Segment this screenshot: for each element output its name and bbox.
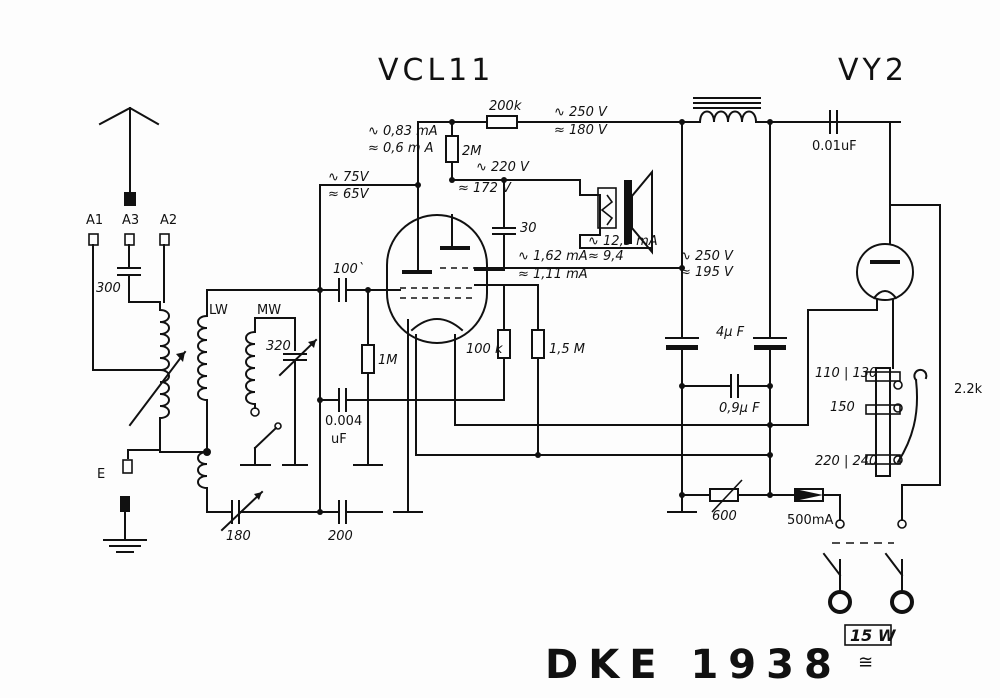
- resistor-100k-label: 100 k: [466, 342, 503, 357]
- terminal-a2-label: A2: [160, 213, 177, 228]
- cap-300-label: 300: [96, 281, 121, 296]
- mw-coil-label: MW: [257, 303, 281, 318]
- lw-coil: [197, 289, 321, 513]
- antenna-coil: [128, 301, 187, 441]
- mains-switch: [822, 542, 914, 614]
- cap-0-01uf: [829, 110, 838, 134]
- tap-110-label: 110 | 130: [815, 366, 877, 381]
- variable-cap-320: [278, 338, 318, 466]
- power-rating-box: [844, 624, 892, 646]
- voltage-220v-ac: ∿ 220 V: [476, 160, 530, 175]
- terminal-a2: [159, 233, 170, 246]
- tap-150-label: 150: [830, 400, 855, 415]
- voltage-75v-ac: ∿ 75V: [328, 170, 370, 185]
- terminal-a3-label: A3: [122, 213, 139, 228]
- voltage-180v: ≈ 180 V: [554, 123, 608, 138]
- antenna-symbol: [98, 106, 160, 206]
- cap-0-9uf-label: 0,9µ F: [719, 401, 760, 416]
- tube-label-vy2: VY2: [838, 53, 908, 88]
- resistor-1m: [353, 289, 383, 466]
- electrolytic-cap-right: [753, 121, 787, 496]
- vcl11-tube: [386, 214, 488, 344]
- current-111ma: ≈ 1,11 mA: [518, 267, 588, 282]
- fuse-500ma: [794, 488, 845, 529]
- resistor-100k: [497, 284, 511, 401]
- cap-0004: [319, 388, 505, 412]
- cap-180-label: 180: [226, 529, 251, 544]
- resistor-1m-label: 1M: [378, 353, 398, 368]
- resistor-1-5m-label: 1,5 M: [549, 342, 585, 357]
- voltage-195v: ≈ 195 V: [680, 265, 734, 280]
- ground-symbol: [103, 496, 147, 553]
- grid-cap-100: [319, 278, 401, 302]
- cap-0004-unit: uF: [331, 432, 347, 447]
- resistor-200k: [486, 115, 701, 129]
- filter-choke: [693, 97, 901, 124]
- terminal-a1-label: A1: [86, 213, 103, 228]
- cap-0004-label: 0.004: [325, 414, 362, 429]
- resistor-600-label: 600: [712, 509, 737, 524]
- voltage-083ma: ∿ 0,83 mA: [368, 124, 438, 139]
- diagram-title: DKE 1938: [545, 642, 842, 688]
- ac-symbol: ≅: [858, 652, 873, 673]
- cap-0-01uf-label: 0.01uF: [812, 139, 857, 154]
- voltage-250v-b: ∿ 250 V: [680, 249, 734, 264]
- current-125ma: ∿ 12,5 mA: [588, 234, 658, 249]
- current-94ma: ≈ 9,4: [588, 249, 624, 264]
- cap-30-label: 30: [520, 221, 537, 236]
- power-rating: 15 W: [850, 626, 897, 645]
- resistor-200k-label: 200k: [489, 99, 522, 114]
- voltage-65v: ≈ 65V: [328, 187, 370, 202]
- speaker-symbol: [579, 169, 653, 255]
- electrolytic-cap-left: [665, 337, 699, 350]
- voltage-250v-ac: ∿ 250 V: [554, 105, 608, 120]
- fuse-label: 500mA: [787, 513, 833, 528]
- voltage-172v: ≈ 172 V: [458, 181, 512, 196]
- tapped-resistor: [865, 367, 928, 477]
- terminal-a1: [88, 233, 99, 246]
- cap-30: [492, 179, 516, 271]
- trimmer-cap-180: [220, 490, 321, 532]
- cap-100-label: 100`: [333, 262, 364, 277]
- vy2-tube: [856, 204, 914, 301]
- resistor-600: [681, 479, 796, 513]
- mw-coil: [245, 317, 296, 417]
- terminal-e: [122, 459, 133, 474]
- tube-label-vcl11: VCL11: [378, 53, 494, 88]
- current-162ma: ∿ 1,62 mA: [518, 249, 588, 264]
- cap-200-label: 200: [328, 529, 353, 544]
- tap-220-label: 220 | 240: [815, 454, 877, 469]
- cap-4uf-label: 4µ F: [716, 325, 745, 340]
- cap-320-label: 320: [266, 339, 291, 354]
- resistor-2m: [445, 121, 459, 181]
- terminal-a3: [124, 233, 135, 246]
- resistor-1-5m: [531, 284, 545, 456]
- voltage-06ma: ≈ 0,6 m A: [368, 141, 434, 156]
- cap-200: [319, 500, 383, 524]
- resistor-2m-label: 2M: [462, 144, 482, 159]
- resistor-2-2k-label: 2.2k: [954, 382, 983, 397]
- lw-coil-label: LW: [209, 303, 228, 318]
- cap-0-9uf: [681, 374, 771, 398]
- terminal-e-label: E: [97, 467, 105, 482]
